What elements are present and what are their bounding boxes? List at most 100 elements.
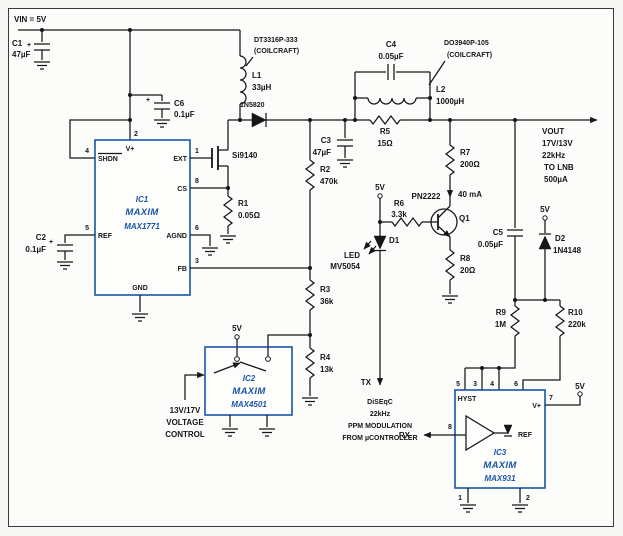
callout-leader — [428, 60, 446, 86]
ic1-max1771 — [56, 139, 310, 322]
ic1-pin-fb-label: FB — [178, 266, 187, 273]
ic3-pin-vplus-label: V+ — [532, 403, 541, 410]
schematic-labels: VIN = 5V + C1 47µF + C6 0.1µF 2 V+ 4 SHD… — [12, 15, 586, 502]
ic3-pin-num-6: 6 — [514, 381, 518, 388]
ic1-pin-num-agnd: 6 — [195, 225, 199, 232]
c6-plus-mark: + — [146, 97, 150, 104]
c4-value-label: 0.05µF — [378, 52, 403, 61]
l2-part-callout: DO3940P-105 — [444, 40, 489, 47]
c5-value-label: 0.05µF — [478, 240, 503, 249]
l2-value-label: 1000µH — [436, 97, 464, 106]
ic1-part-label: MAX1771 — [124, 222, 160, 231]
c4-ref-label: C4 — [386, 40, 397, 49]
d2-ref-label: D2 — [555, 234, 566, 243]
ic1-pin-num-shdn: 4 — [85, 148, 89, 155]
ref-symbol — [503, 424, 513, 435]
ic2-max4501 — [184, 334, 310, 437]
diseqc-line3: PPM MODULATION — [348, 423, 412, 430]
v5-label-ic2: 5V — [232, 324, 242, 333]
ic1-pin-num-vplus: 2 — [134, 131, 138, 138]
vout-current-label: 500µA — [544, 175, 568, 184]
vout-dest-label: TO LNB — [544, 163, 574, 172]
d2-part-label: 1N4148 — [553, 246, 582, 255]
maxim-logo: MAXIM — [125, 207, 159, 218]
r8-value-label: 20Ω — [460, 266, 476, 275]
emitter-arrow — [437, 225, 451, 238]
ic2-designator: IC2 — [243, 374, 256, 383]
comparator-symbol — [465, 414, 496, 452]
r9-ref-label: R9 — [496, 308, 507, 317]
v5-terminal — [577, 391, 583, 397]
r1-ref-label: R1 — [238, 199, 249, 208]
ic1-pin-num-ext: 1 — [195, 148, 199, 155]
schematic-graphics — [8, 8, 614, 527]
v5-terminal — [234, 334, 240, 340]
diode-d2 — [538, 215, 552, 300]
led-emission-arrow — [368, 245, 377, 255]
diseqc-line4: FROM µCONTROLLER — [342, 435, 417, 442]
ic1-pin-ref-label: REF — [98, 233, 113, 240]
q1-ref-label: Q1 — [459, 214, 470, 223]
r3-value-label: 36k — [320, 297, 334, 306]
ic1-pin-num-fb: 3 — [195, 258, 199, 265]
r6-ref-label: R6 — [394, 199, 405, 208]
r9-value-label: 1M — [495, 320, 506, 329]
r6-value-label: 3.3k — [391, 210, 407, 219]
c2-value-label: 0.1µF — [25, 245, 46, 254]
ic1-pin-num-ref: 5 — [85, 225, 89, 232]
r1-value-label: 0.05Ω — [238, 211, 261, 220]
ic3-part-label: MAX931 — [484, 474, 516, 483]
c6-value-label: 0.1µF — [174, 110, 195, 119]
ic1-pin-shdn-label: SHDN — [98, 156, 118, 163]
led-emission-arrow — [363, 240, 372, 250]
transistor-q1 — [422, 205, 458, 250]
ic3-pin-num-4: 4 — [490, 381, 494, 388]
r4-ref-label: R4 — [320, 353, 331, 362]
r3-ref-label: R3 — [320, 285, 331, 294]
mosfet-si9140 — [211, 120, 229, 188]
r4-value-label: 13k — [320, 365, 334, 374]
r2-ref-label: R2 — [320, 165, 331, 174]
l1-value-label: 33µH — [252, 83, 272, 92]
v5-terminal — [542, 215, 548, 221]
c3-value-label: 47µF — [313, 148, 332, 157]
ic3-ref-pin-label: REF — [518, 432, 533, 439]
ic3-pin-num-3: 3 — [473, 381, 477, 388]
mosfet-part-label: Si9140 — [232, 151, 258, 160]
diode-d1-led — [363, 235, 387, 255]
switch-actuate-arrow — [213, 362, 241, 374]
q1-part-label: PN2222 — [412, 192, 441, 201]
ic1-pin-num-cs: 8 — [195, 178, 199, 185]
ind-l1 — [239, 30, 254, 120]
c1-plus-mark: + — [27, 42, 31, 49]
cap-c2 — [57, 234, 95, 260]
ic3-max931 — [423, 389, 583, 513]
ic3-pin-hyst-label: HYST — [458, 396, 477, 403]
d1-ref-label: D1 — [389, 236, 400, 245]
voltage-control-line1: 13V/17V — [170, 406, 201, 415]
diseqc-line2: 22kHz — [370, 411, 391, 418]
v5-label-ic3: 5V — [575, 382, 585, 391]
vout-voltage-label: 17V/13V — [542, 139, 573, 148]
ic3-pin-num-5: 5 — [456, 381, 460, 388]
c2-plus-mark: + — [49, 239, 53, 246]
l2-vendor-callout: (COILCRAFT) — [447, 52, 492, 59]
v5-label-tx: 5V — [375, 183, 385, 192]
diseqc-line1: DiSEqC — [367, 399, 393, 406]
c6-ref-label: C6 — [174, 99, 185, 108]
control-wire — [184, 371, 205, 400]
c1-value-label: 47µF — [12, 50, 31, 59]
d1-type-label: LED — [344, 251, 360, 260]
ic1-pin-ext-label: EXT — [173, 156, 187, 163]
cap-c4 — [355, 64, 430, 80]
r5-ref-label: R5 — [380, 127, 391, 136]
rx-label: RX — [399, 431, 411, 440]
r7-value-label: 200Ω — [460, 160, 480, 169]
ic3-pin-num-1: 1 — [458, 495, 462, 502]
vout-freq-label: 22kHz — [542, 151, 565, 160]
c2-ref-label: C2 — [36, 233, 47, 242]
r2-value-label: 470k — [320, 177, 338, 186]
l1-ref-label: L1 — [252, 71, 262, 80]
